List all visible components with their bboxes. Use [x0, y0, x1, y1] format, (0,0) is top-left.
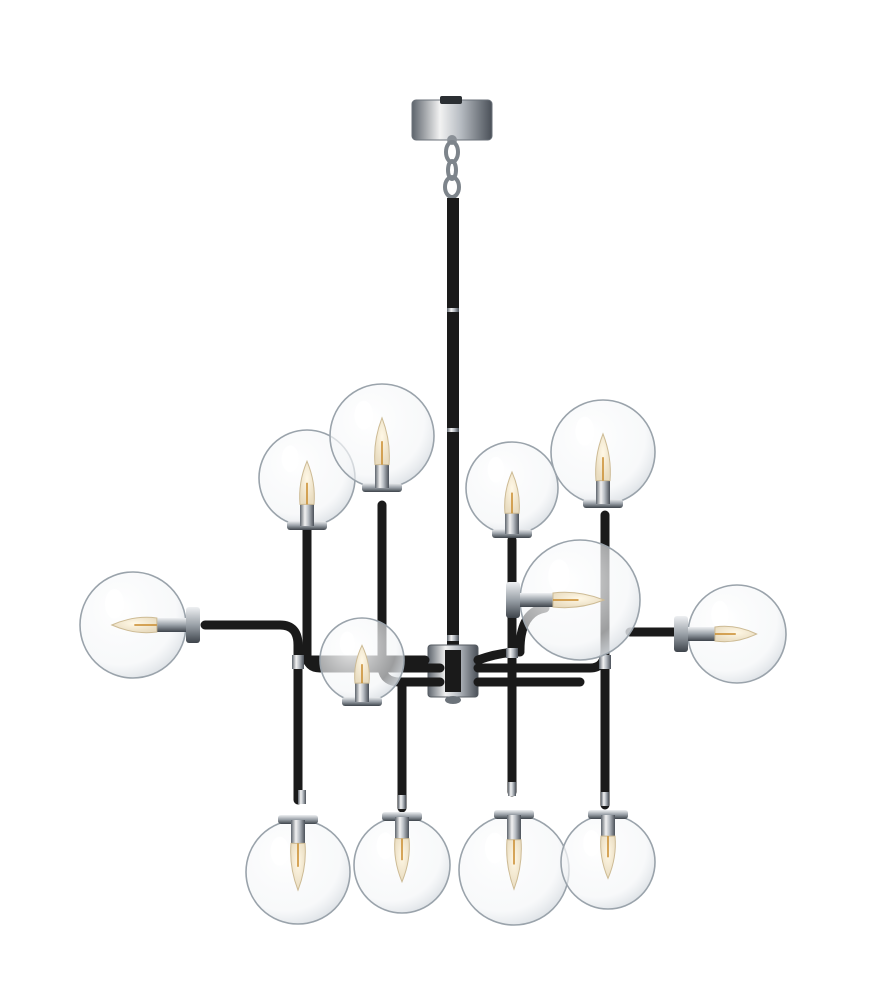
glass-globe: [674, 584, 787, 684]
candle-socket: [355, 683, 369, 702]
candle-socket: [688, 627, 715, 641]
glass-globe: [245, 815, 351, 925]
globe-highlight: [484, 832, 505, 864]
globe-collar: [382, 812, 422, 821]
globe-highlight: [575, 416, 595, 446]
globe-collar: [186, 607, 200, 643]
glass-globe: [550, 399, 656, 508]
candle-socket: [505, 513, 519, 534]
glass-globe: [465, 441, 559, 538]
candle-socket: [375, 464, 389, 488]
globe-highlight: [487, 456, 505, 483]
glass-globe: [329, 383, 435, 492]
globe-highlight: [281, 445, 299, 473]
glass-globe: [560, 810, 656, 910]
glass-globe: [458, 810, 570, 926]
globe-collar: [278, 815, 318, 824]
candle-socket: [395, 817, 409, 839]
globe-highlight: [270, 836, 290, 866]
globe-highlight: [339, 631, 355, 655]
glass-globe: [319, 617, 405, 706]
globe-highlight: [376, 832, 394, 860]
hanging-chain: [443, 140, 461, 199]
ceiling-canopy: [411, 96, 493, 145]
center-hub: [427, 644, 479, 704]
globe-highlight: [354, 400, 374, 430]
arm-chrome-sleeves: [292, 648, 611, 809]
globe-collar: [506, 582, 520, 618]
globe-highlight: [104, 588, 124, 619]
globe-collar: [674, 616, 688, 652]
candle-socket: [507, 815, 521, 840]
globe-collar: [494, 810, 534, 819]
candle-socket: [156, 618, 186, 632]
globe-highlight: [548, 559, 570, 593]
candle-socket: [291, 820, 305, 844]
globe-highlight: [583, 830, 601, 857]
candle-socket: [601, 815, 615, 837]
glass-globe: [258, 429, 356, 530]
globe-highlight: [711, 600, 729, 629]
glass-globe: [79, 571, 200, 679]
downrod: [447, 198, 459, 648]
globe-collar: [588, 810, 628, 819]
candle-socket: [596, 480, 610, 504]
glass-globe: [506, 539, 641, 661]
glass-globe: [353, 812, 451, 914]
globe-group: [79, 383, 787, 926]
candle-socket: [520, 593, 553, 607]
candle-socket: [300, 504, 314, 526]
